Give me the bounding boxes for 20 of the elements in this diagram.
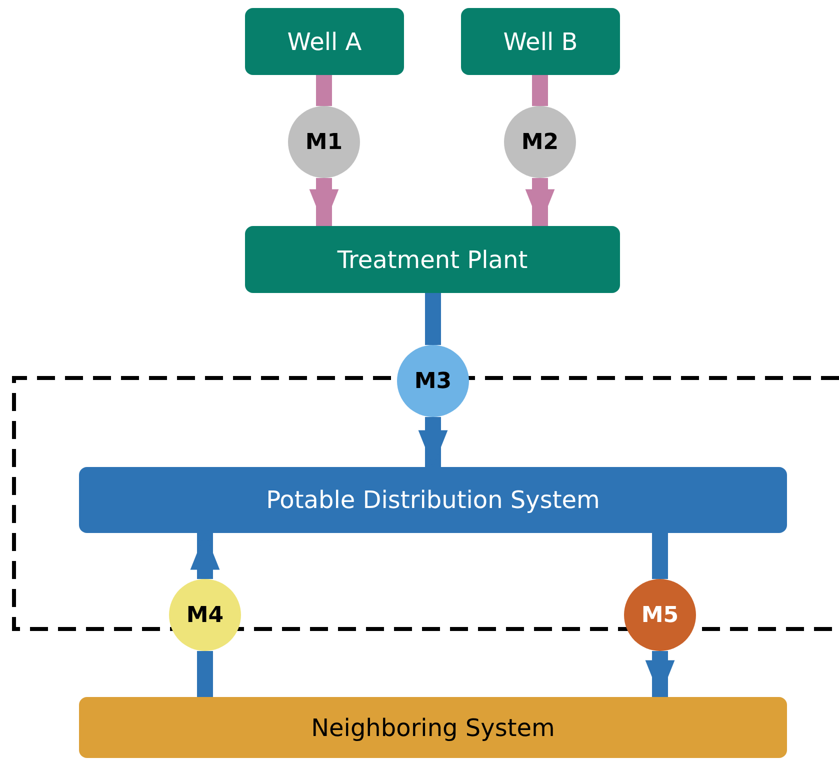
arrow	[645, 651, 675, 697]
process-box	[79, 467, 787, 533]
process-box	[245, 8, 404, 75]
process-box	[245, 226, 620, 293]
arrow	[190, 533, 220, 579]
process-box	[79, 697, 787, 758]
meter-label: M5	[641, 602, 679, 628]
arrow	[525, 178, 555, 226]
box-label: Potable Distribution System	[266, 486, 600, 514]
meter-label: M4	[186, 602, 224, 628]
arrow	[309, 178, 339, 226]
meter-label: M3	[414, 368, 452, 394]
box-label: Neighboring System	[311, 714, 555, 742]
box-label: Well A	[287, 28, 362, 56]
meter-label: M1	[305, 130, 343, 154]
arrow	[418, 417, 448, 467]
box-label: Well B	[503, 28, 578, 56]
process-box	[461, 8, 620, 75]
meter-label: M2	[521, 130, 559, 154]
box-label: Treatment Plant	[337, 246, 528, 274]
